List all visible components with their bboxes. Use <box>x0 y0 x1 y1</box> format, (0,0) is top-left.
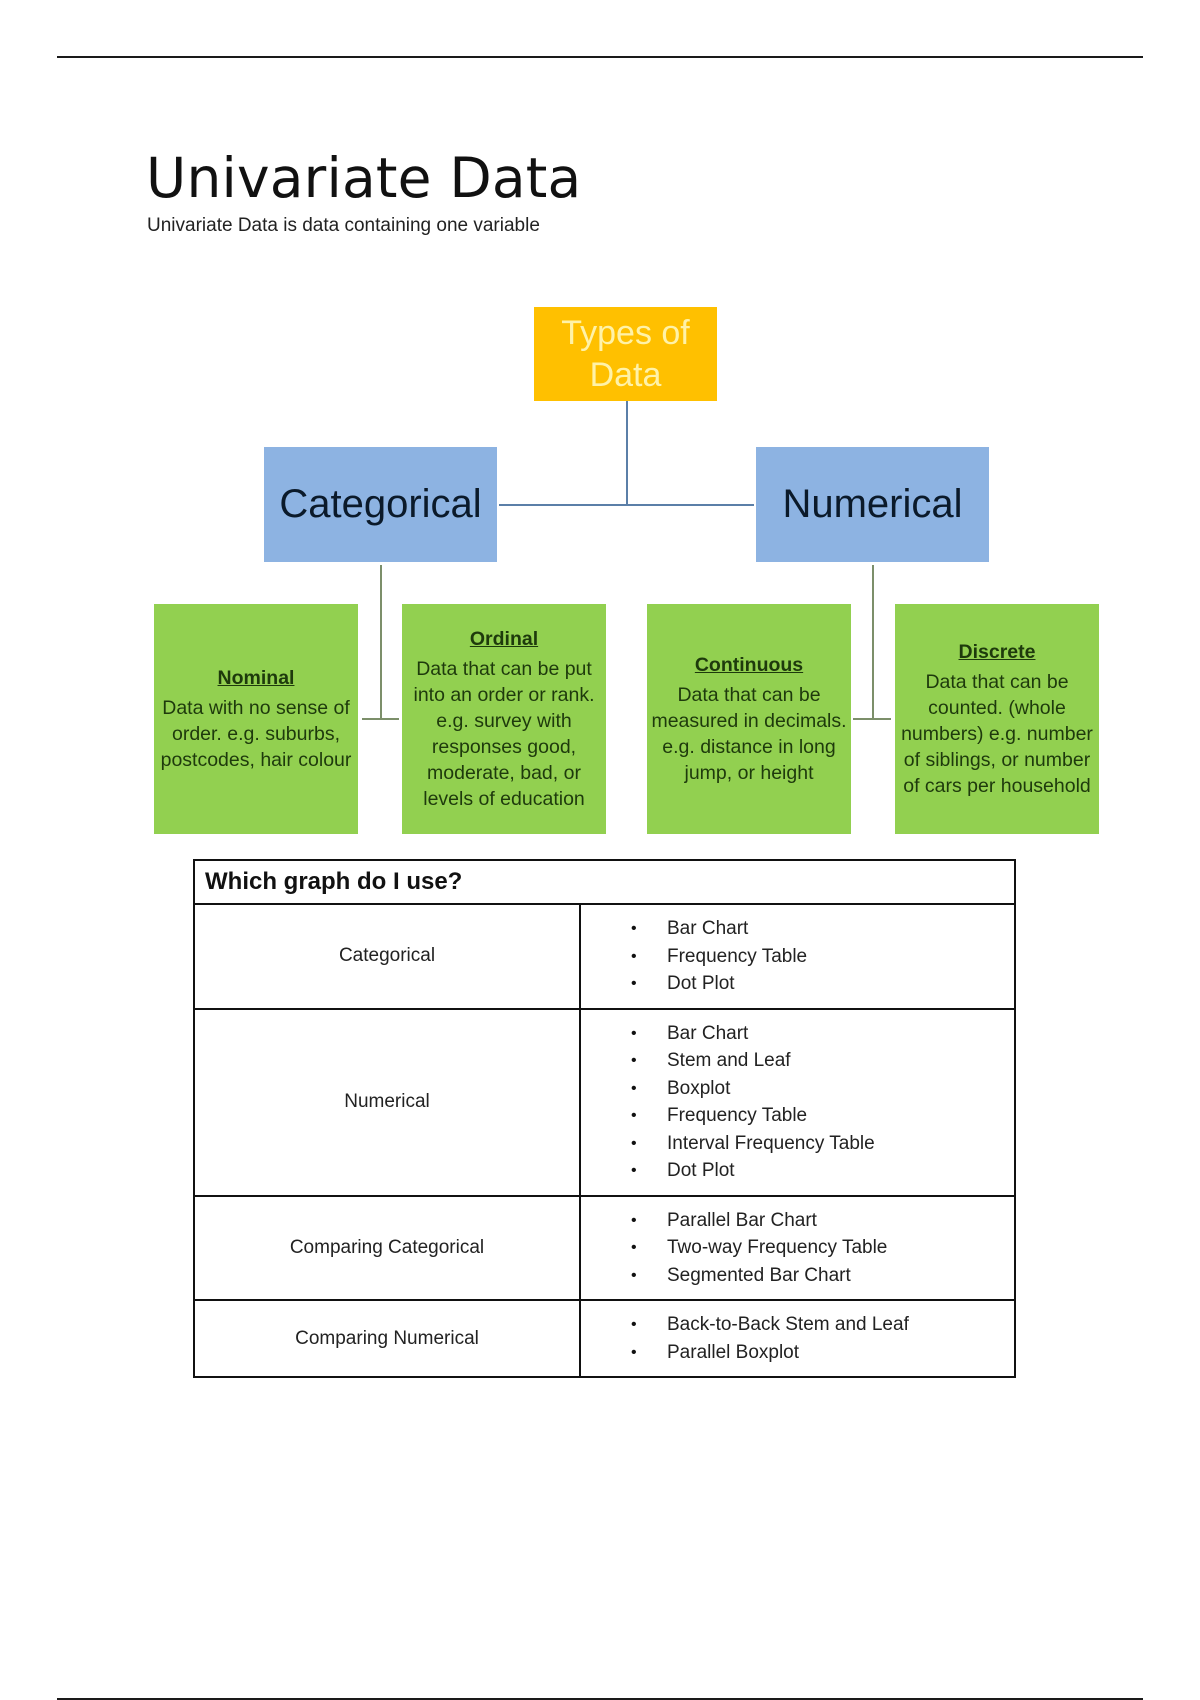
bullet-icon: • <box>631 1079 637 1097</box>
bullet-icon: • <box>631 1211 637 1229</box>
list-item: • Dot Plot <box>631 970 1014 998</box>
categorical-connector <box>380 565 382 719</box>
page-subtitle: Univariate Data is data containing one v… <box>147 215 540 236</box>
ordinal-node: Ordinal Data that can be put into an ord… <box>402 604 606 834</box>
graph-name: Bar Chart <box>667 918 749 939</box>
discrete-description: Data that can be counted. (whole numbers… <box>901 671 1093 797</box>
root-connector <box>626 401 628 505</box>
row-graphs: • Bar Chart • Frequency Table • Dot Plot <box>579 903 1016 1010</box>
bullet-icon: • <box>631 1266 637 1284</box>
root-line-2: Data <box>589 356 662 394</box>
page-title: Univariate Data <box>146 146 582 210</box>
bullet-icon: • <box>631 1024 637 1042</box>
graph-name: Frequency Table <box>667 1105 808 1126</box>
root-line-1: Types of <box>561 314 690 352</box>
list-item: • Back-to-Back Stem and Leaf <box>631 1311 1014 1339</box>
bullet-icon: • <box>631 920 637 937</box>
numerical-leaf-connector <box>853 718 891 720</box>
bullet-icon: • <box>631 1343 637 1361</box>
graph-list: • Bar Chart • Frequency Table • Dot Plot <box>581 905 1014 1008</box>
discrete-heading: Discrete <box>958 641 1036 663</box>
continuous-node: Continuous Data that can be measured in … <box>647 604 851 834</box>
list-item: • Frequency Table <box>631 943 1014 971</box>
graph-name: Bar Chart <box>667 1022 749 1044</box>
ordinal-description: Data that can be put into an order or ra… <box>413 658 595 810</box>
row-type: Numerical <box>193 1007 581 1197</box>
list-item: • Frequency Table <box>631 1102 1014 1130</box>
types-of-data-node: Types of Data <box>534 307 717 401</box>
list-item: • Interval Frequency Table <box>631 1130 1014 1158</box>
graph-name: Parallel Boxplot <box>667 1341 800 1363</box>
nominal-heading: Nominal <box>217 667 295 689</box>
graph-name: Parallel Bar Chart <box>667 1209 817 1231</box>
categorical-node: Categorical <box>264 447 497 562</box>
list-item: • Bar Chart <box>631 1020 1014 1048</box>
row-type: Comparing Numerical <box>193 1299 581 1378</box>
categorical-label: Categorical <box>279 482 482 526</box>
row-type: Comparing Categorical <box>193 1194 581 1301</box>
bullet-icon: • <box>631 1162 637 1179</box>
bullet-icon: • <box>631 947 637 965</box>
graph-name: Boxplot <box>667 1077 731 1099</box>
discrete-node: Discrete Data that can be counted. (whol… <box>895 604 1099 834</box>
row-graphs: • Back-to-Back Stem and Leaf • Parallel Bo… <box>579 1299 1016 1378</box>
which-graph-table: Which graph do I use? Categorical • Bar C… <box>193 859 1016 1378</box>
row-graphs: • Parallel Bar Chart • Two-way Frequency T… <box>579 1194 1016 1301</box>
graph-name: Stem and Leaf <box>667 1050 791 1071</box>
graph-list: • Bar Chart • Stem and Leaf • Boxplot • Freq… <box>581 1010 1014 1195</box>
table-row: Numerical • Bar Chart • Stem and Leaf • Box… <box>193 1007 1016 1197</box>
graph-name: Two-way Frequency Table <box>667 1237 888 1258</box>
list-item: • Parallel Bar Chart <box>631 1207 1014 1235</box>
list-item: • Segmented Bar Chart <box>631 1262 1014 1290</box>
list-item: • Dot Plot <box>631 1157 1014 1185</box>
list-item: • Stem and Leaf <box>631 1047 1014 1075</box>
categorical-leaf-connector <box>362 718 399 720</box>
bullet-icon: • <box>631 1134 637 1152</box>
table-row: Comparing Numerical • Back-to-Back Stem a… <box>193 1299 1016 1378</box>
ordinal-heading: Ordinal <box>469 628 539 650</box>
nominal-description: Data with no sense of order. e.g. suburb… <box>160 697 352 771</box>
list-item: • Bar Chart <box>631 915 1014 943</box>
branch-connector <box>499 504 754 506</box>
list-item: • Parallel Boxplot <box>631 1339 1014 1367</box>
bottom-rule <box>57 1698 1143 1700</box>
bullet-icon: • <box>631 1107 637 1124</box>
graph-name: Frequency Table <box>667 945 808 967</box>
bullet-icon: • <box>631 1316 637 1333</box>
table-header: Which graph do I use? <box>193 859 1016 905</box>
table-row: Categorical • Bar Chart • Frequency Table … <box>193 903 1016 1010</box>
numerical-connector <box>872 565 874 719</box>
graph-name: Interval Frequency Table <box>667 1132 875 1154</box>
row-graphs: • Bar Chart • Stem and Leaf • Boxplot • Freq… <box>579 1007 1016 1197</box>
list-item: • Boxplot <box>631 1075 1014 1103</box>
graph-list: • Back-to-Back Stem and Leaf • Parallel Bo… <box>581 1301 1014 1376</box>
graph-name: Dot Plot <box>667 973 735 994</box>
top-rule <box>57 56 1143 58</box>
graph-name: Segmented Bar Chart <box>667 1264 851 1286</box>
nominal-node: Nominal Data with no sense of order. e.g… <box>154 604 358 834</box>
list-item: • Two-way Frequency Table <box>631 1234 1014 1262</box>
numerical-label: Numerical <box>782 482 963 526</box>
graph-name: Dot Plot <box>667 1160 735 1181</box>
graph-list: • Parallel Bar Chart • Two-way Frequency T… <box>581 1197 1014 1300</box>
continuous-description: Data that can be measured in decimals. e… <box>651 684 847 784</box>
bullet-icon: • <box>631 1239 637 1256</box>
numerical-node: Numerical <box>756 447 989 562</box>
bullet-icon: • <box>631 1052 637 1069</box>
continuous-heading: Continuous <box>694 654 804 676</box>
bullet-icon: • <box>631 975 637 992</box>
graph-name: Back-to-Back Stem and Leaf <box>667 1314 909 1335</box>
row-type: Categorical <box>193 903 581 1010</box>
table-row: Comparing Categorical • Parallel Bar Char… <box>193 1194 1016 1301</box>
